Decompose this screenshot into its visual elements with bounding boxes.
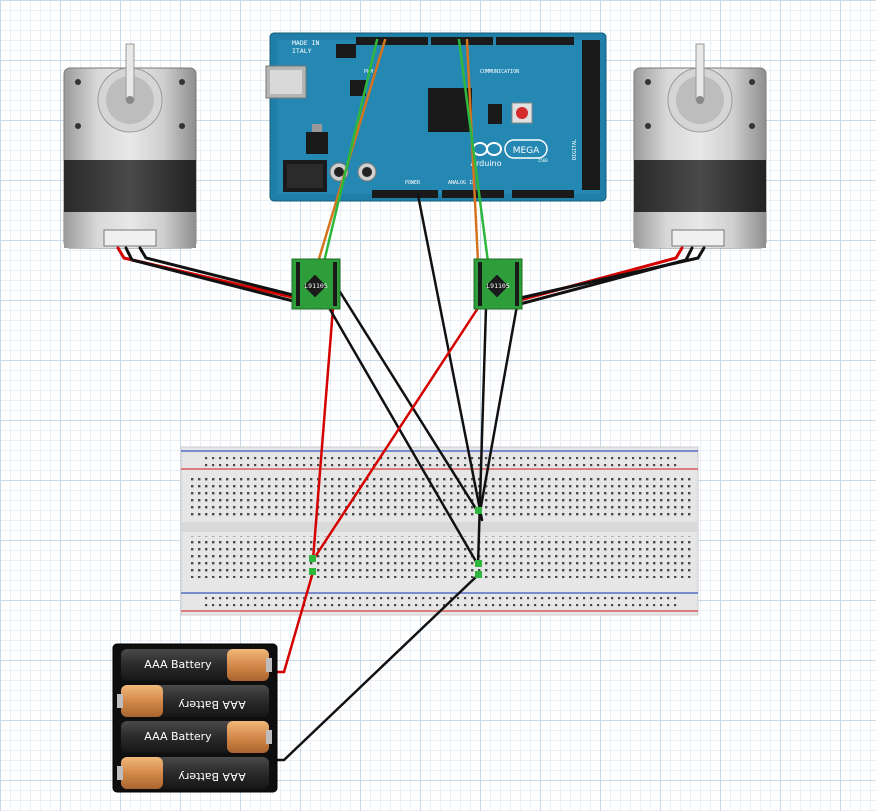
battery-cell-4: AAA Battery bbox=[117, 757, 269, 789]
brand-label: Arduino bbox=[471, 159, 502, 168]
battery-pack: AAA Battery AAA Battery AAA Battery AAA … bbox=[112, 643, 278, 793]
wire-green-left bbox=[322, 38, 379, 264]
battery-cell-1-label: AAA Battery bbox=[144, 658, 212, 671]
breadboard bbox=[180, 446, 699, 616]
italy-label: ITALY bbox=[292, 47, 312, 55]
analog-in-label: ANALOG IN bbox=[448, 180, 475, 186]
motor-driver-left: L9110S bbox=[291, 258, 341, 310]
made-in-label: MADE IN bbox=[292, 39, 319, 47]
wire-black-right-driver-1 bbox=[476, 306, 488, 567]
wire-red-right-driver bbox=[311, 306, 480, 562]
wire-black-arduino-gnd bbox=[416, 193, 484, 522]
stepper-motor-left bbox=[63, 43, 197, 249]
driver-left-label: L9110S bbox=[304, 282, 328, 290]
model-label: MEGA bbox=[513, 146, 540, 156]
wire-motor-left-black bbox=[124, 246, 307, 306]
battery-cell-1: AAA Battery bbox=[121, 649, 272, 681]
driver-right-label: L9110S bbox=[486, 282, 510, 290]
wire-motor-right-black-2 bbox=[518, 246, 706, 300]
stepper-motor-right bbox=[633, 43, 767, 249]
power-label: POWER bbox=[405, 180, 421, 186]
battery-cell-3: AAA Battery bbox=[121, 721, 272, 753]
battery-cell-3-label: AAA Battery bbox=[144, 730, 212, 743]
wire-motor-left-red bbox=[116, 246, 307, 302]
wire-green-right bbox=[457, 38, 490, 264]
breadboard-connection-points bbox=[309, 507, 482, 578]
model-suffix-label: 2560 bbox=[538, 158, 548, 163]
wire-black-right-driver-2 bbox=[478, 298, 520, 514]
communication-label: COMMUNICATION bbox=[480, 69, 519, 75]
wire-black-left-driver-2 bbox=[323, 266, 480, 514]
wire-motor-left-black-2 bbox=[138, 246, 307, 300]
wire-red-left-driver bbox=[311, 306, 335, 562]
motor-driver-right: L9110S bbox=[473, 258, 523, 310]
arduino-mega-board: MADE IN ITALY MEGA Arduino 2560 COMMUNIC… bbox=[265, 32, 607, 202]
wire-black-left-driver-1 bbox=[326, 304, 480, 567]
battery-cell-2: AAA Battery bbox=[117, 685, 269, 717]
battery-cell-2-label: AAA Battery bbox=[178, 698, 246, 711]
digital-label: DIGITAL bbox=[572, 139, 578, 160]
battery-cell-4-label: AAA Battery bbox=[178, 770, 246, 783]
